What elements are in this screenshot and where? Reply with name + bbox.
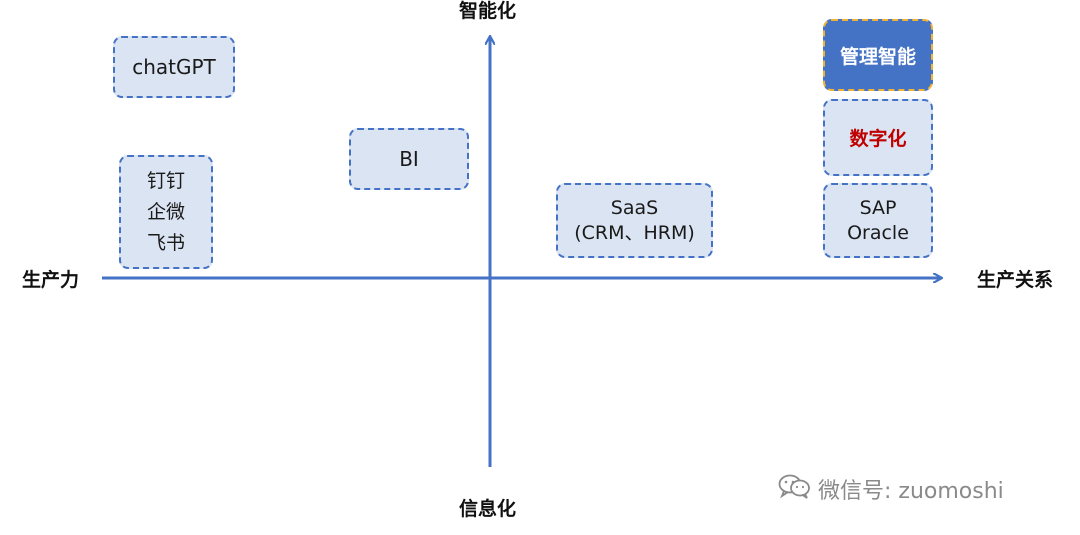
chatgpt-label: chatGPT — [132, 55, 216, 79]
digitalization-label: 数字化 — [849, 128, 907, 150]
axis-label-top: 智能化 — [459, 0, 517, 22]
collab-tools-box: 钉钉 企微 飞书 — [119, 155, 213, 269]
watermark: 微信号: zuomoshi — [778, 474, 1004, 504]
chatgpt-box: chatGPT — [113, 36, 235, 98]
bi-box: BI — [349, 128, 469, 190]
watermark-text: 微信号: zuomoshi — [818, 479, 1004, 504]
collab-item-wecom: 企微 — [146, 200, 185, 223]
axis-label-bottom: 信息化 — [459, 498, 517, 520]
axis-label-left: 生产力 — [22, 269, 80, 291]
axis-label-right: 生产关系 — [977, 269, 1054, 291]
mgmt-intelligence-box: 管理智能 — [823, 19, 933, 91]
saas-box: SaaS (CRM、HRM) — [556, 183, 713, 258]
bi-label: BI — [399, 147, 419, 171]
saas-label: SaaS — [610, 196, 659, 219]
mgmt-intelligence-label: 管理智能 — [839, 45, 916, 68]
erp-label-oracle: Oracle — [847, 221, 909, 244]
wechat-icon — [778, 473, 812, 505]
saas-sublabel: (CRM、HRM) — [574, 221, 695, 244]
collab-item-dingtalk: 钉钉 — [146, 169, 185, 192]
erp-label-sap: SAP — [859, 196, 897, 219]
collab-item-feishu: 飞书 — [146, 231, 185, 254]
erp-box: SAP Oracle — [823, 183, 933, 258]
digitalization-box: 数字化 — [823, 99, 933, 176]
